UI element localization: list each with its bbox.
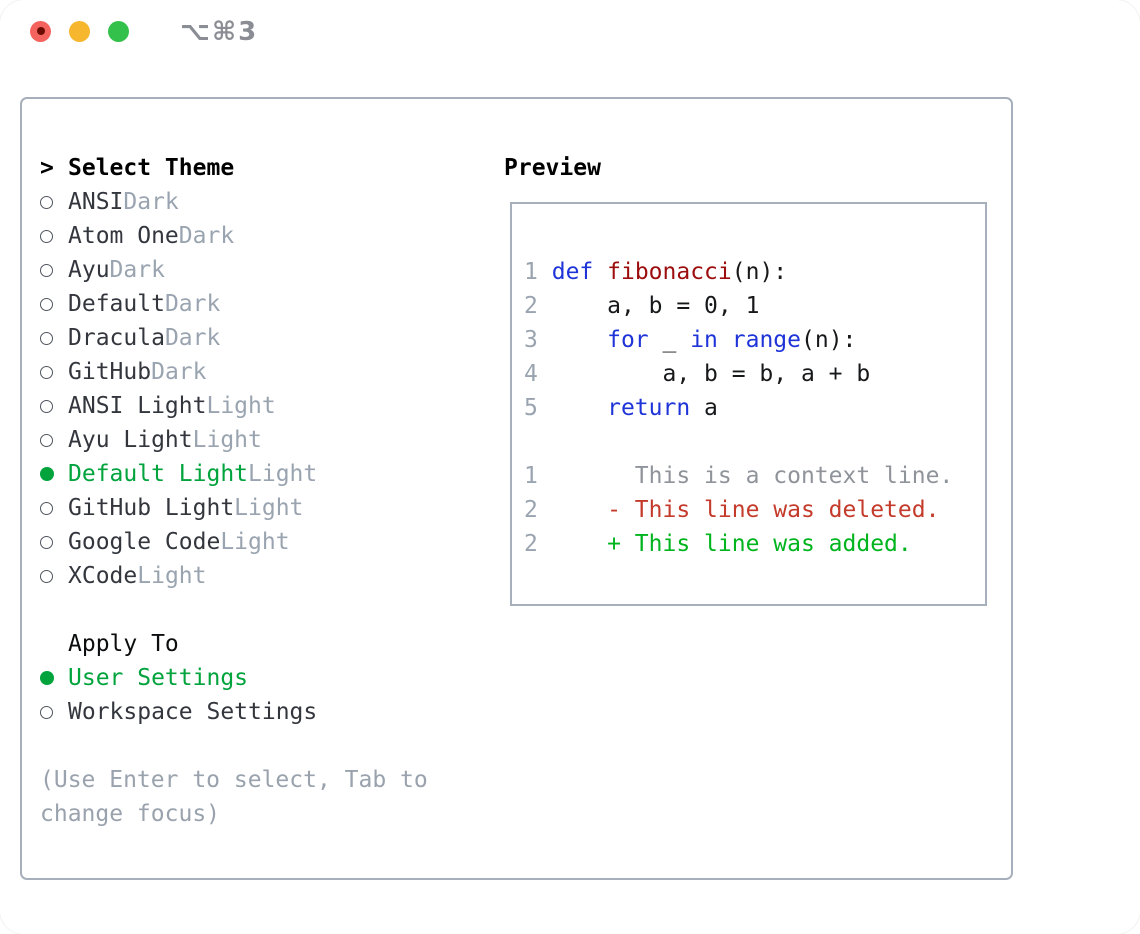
apply-to-option[interactable]: Workspace Settings xyxy=(40,695,486,729)
line-number: 3 xyxy=(524,327,538,353)
option-variant-label: Dark xyxy=(151,359,207,385)
radio-selected-icon xyxy=(40,467,68,481)
option-variant-label: Light xyxy=(220,529,290,555)
theme-option[interactable]: Default Dark xyxy=(40,287,486,321)
radio-unselected-icon xyxy=(40,501,68,515)
option-variant-label: Light xyxy=(192,427,262,453)
theme-option[interactable]: Atom One Dark xyxy=(40,219,486,253)
theme-option[interactable]: Dracula Dark xyxy=(40,321,486,355)
theme-option[interactable]: XCode Light xyxy=(40,559,486,593)
theme-option[interactable]: Ayu Dark xyxy=(40,253,486,287)
code-line: 2 - This line was deleted. xyxy=(524,497,940,523)
option-label: User Settings xyxy=(68,665,249,691)
radio-unselected-icon xyxy=(40,365,68,379)
line-number: 5 xyxy=(524,395,538,421)
option-variant-label: Light xyxy=(248,461,318,487)
code-line: 1 This is a context line. xyxy=(524,463,954,489)
option-label: Ayu xyxy=(68,257,110,283)
selector-arrow-icon: > xyxy=(40,155,54,181)
option-variant-label: Dark xyxy=(109,257,165,283)
radio-unselected-icon xyxy=(40,569,68,583)
option-variant-label: Dark xyxy=(164,291,221,317)
code-line: 2 + This line was added. xyxy=(524,531,912,557)
code-line: 3 for _ in range(n): xyxy=(524,327,857,353)
code-line: 1 def fibonacci(n): xyxy=(524,259,788,285)
line-number: 4 xyxy=(524,361,538,387)
radio-unselected-icon xyxy=(40,399,68,413)
option-label: Google Code xyxy=(68,529,221,555)
option-label: Default Light xyxy=(68,461,249,487)
radio-unselected-icon xyxy=(40,229,68,243)
option-label: ANSI xyxy=(68,189,124,215)
titlebar: ⌥⌘3 xyxy=(0,0,1140,62)
minimize-button[interactable] xyxy=(69,20,90,42)
code-line: 2 a, b = 0, 1 xyxy=(524,293,760,319)
line-number: 1 xyxy=(524,463,538,489)
option-label: Workspace Settings xyxy=(68,699,318,725)
option-variant-label: Dark xyxy=(164,325,221,351)
spacer xyxy=(40,593,486,627)
apply-to-option[interactable]: User Settings xyxy=(40,661,486,695)
option-variant-label: Light xyxy=(137,563,207,589)
preview-title: Preview xyxy=(504,155,601,181)
spacer xyxy=(40,729,486,763)
theme-option[interactable]: Ayu Light Light xyxy=(40,423,486,457)
option-label: ANSI Light xyxy=(68,393,207,419)
option-label: GitHub xyxy=(68,359,152,385)
line-number: 2 xyxy=(524,293,538,319)
radio-unselected-icon xyxy=(40,263,68,277)
option-label: XCode xyxy=(68,563,138,589)
theme-option[interactable]: ANSI Light Light xyxy=(40,389,486,423)
select-theme-title: Select Theme xyxy=(68,155,235,181)
option-variant-label: Dark xyxy=(123,189,179,215)
apply-to-header: Apply To xyxy=(40,627,486,661)
preview-box: 1 def fibonacci(n): 2 a, b = 0, 1 3 for _ … xyxy=(510,202,987,606)
radio-unselected-icon xyxy=(40,705,68,719)
option-label: GitHub Light xyxy=(68,495,235,521)
apply-to-title: Apply To xyxy=(68,631,179,657)
zoom-button[interactable] xyxy=(108,20,129,42)
option-variant-label: Dark xyxy=(178,223,235,249)
line-number: 1 xyxy=(524,259,538,285)
option-variant-label: Light xyxy=(206,393,276,419)
theme-option[interactable]: Default Light Light xyxy=(40,457,486,491)
line-number: 2 xyxy=(524,497,538,523)
option-label: Dracula xyxy=(68,325,165,351)
radio-selected-icon xyxy=(40,671,68,685)
option-label: Atom One xyxy=(68,223,179,249)
preview-column: Preview 1 def fibonacci(n): 2 a, b = 0, 1… xyxy=(486,151,991,878)
line-number: 2 xyxy=(524,531,538,557)
radio-unselected-icon xyxy=(40,433,68,447)
close-button[interactable] xyxy=(30,20,51,42)
radio-unselected-icon xyxy=(40,297,68,311)
theme-option[interactable]: ANSI Dark xyxy=(40,185,486,219)
theme-option[interactable]: GitHub Dark xyxy=(40,355,486,389)
theme-option[interactable]: Google Code Light xyxy=(40,525,486,559)
theme-option[interactable]: GitHub Light Light xyxy=(40,491,486,525)
radio-unselected-icon xyxy=(40,195,68,209)
code-line xyxy=(524,425,985,459)
window-shortcut-label: ⌥⌘3 xyxy=(180,17,259,47)
radio-unselected-icon xyxy=(40,535,68,549)
select-theme-header: > Select Theme xyxy=(40,151,486,185)
radio-unselected-icon xyxy=(40,331,68,345)
option-variant-label: Light xyxy=(234,495,304,521)
code-line: 4 a, b = b, a + b xyxy=(524,361,871,387)
keyboard-hint: (Use Enter to select, Tab to change focu… xyxy=(40,767,428,827)
option-label: Default xyxy=(68,291,165,317)
option-label: Ayu Light xyxy=(68,427,193,453)
code-line: 5 return a xyxy=(524,395,718,421)
